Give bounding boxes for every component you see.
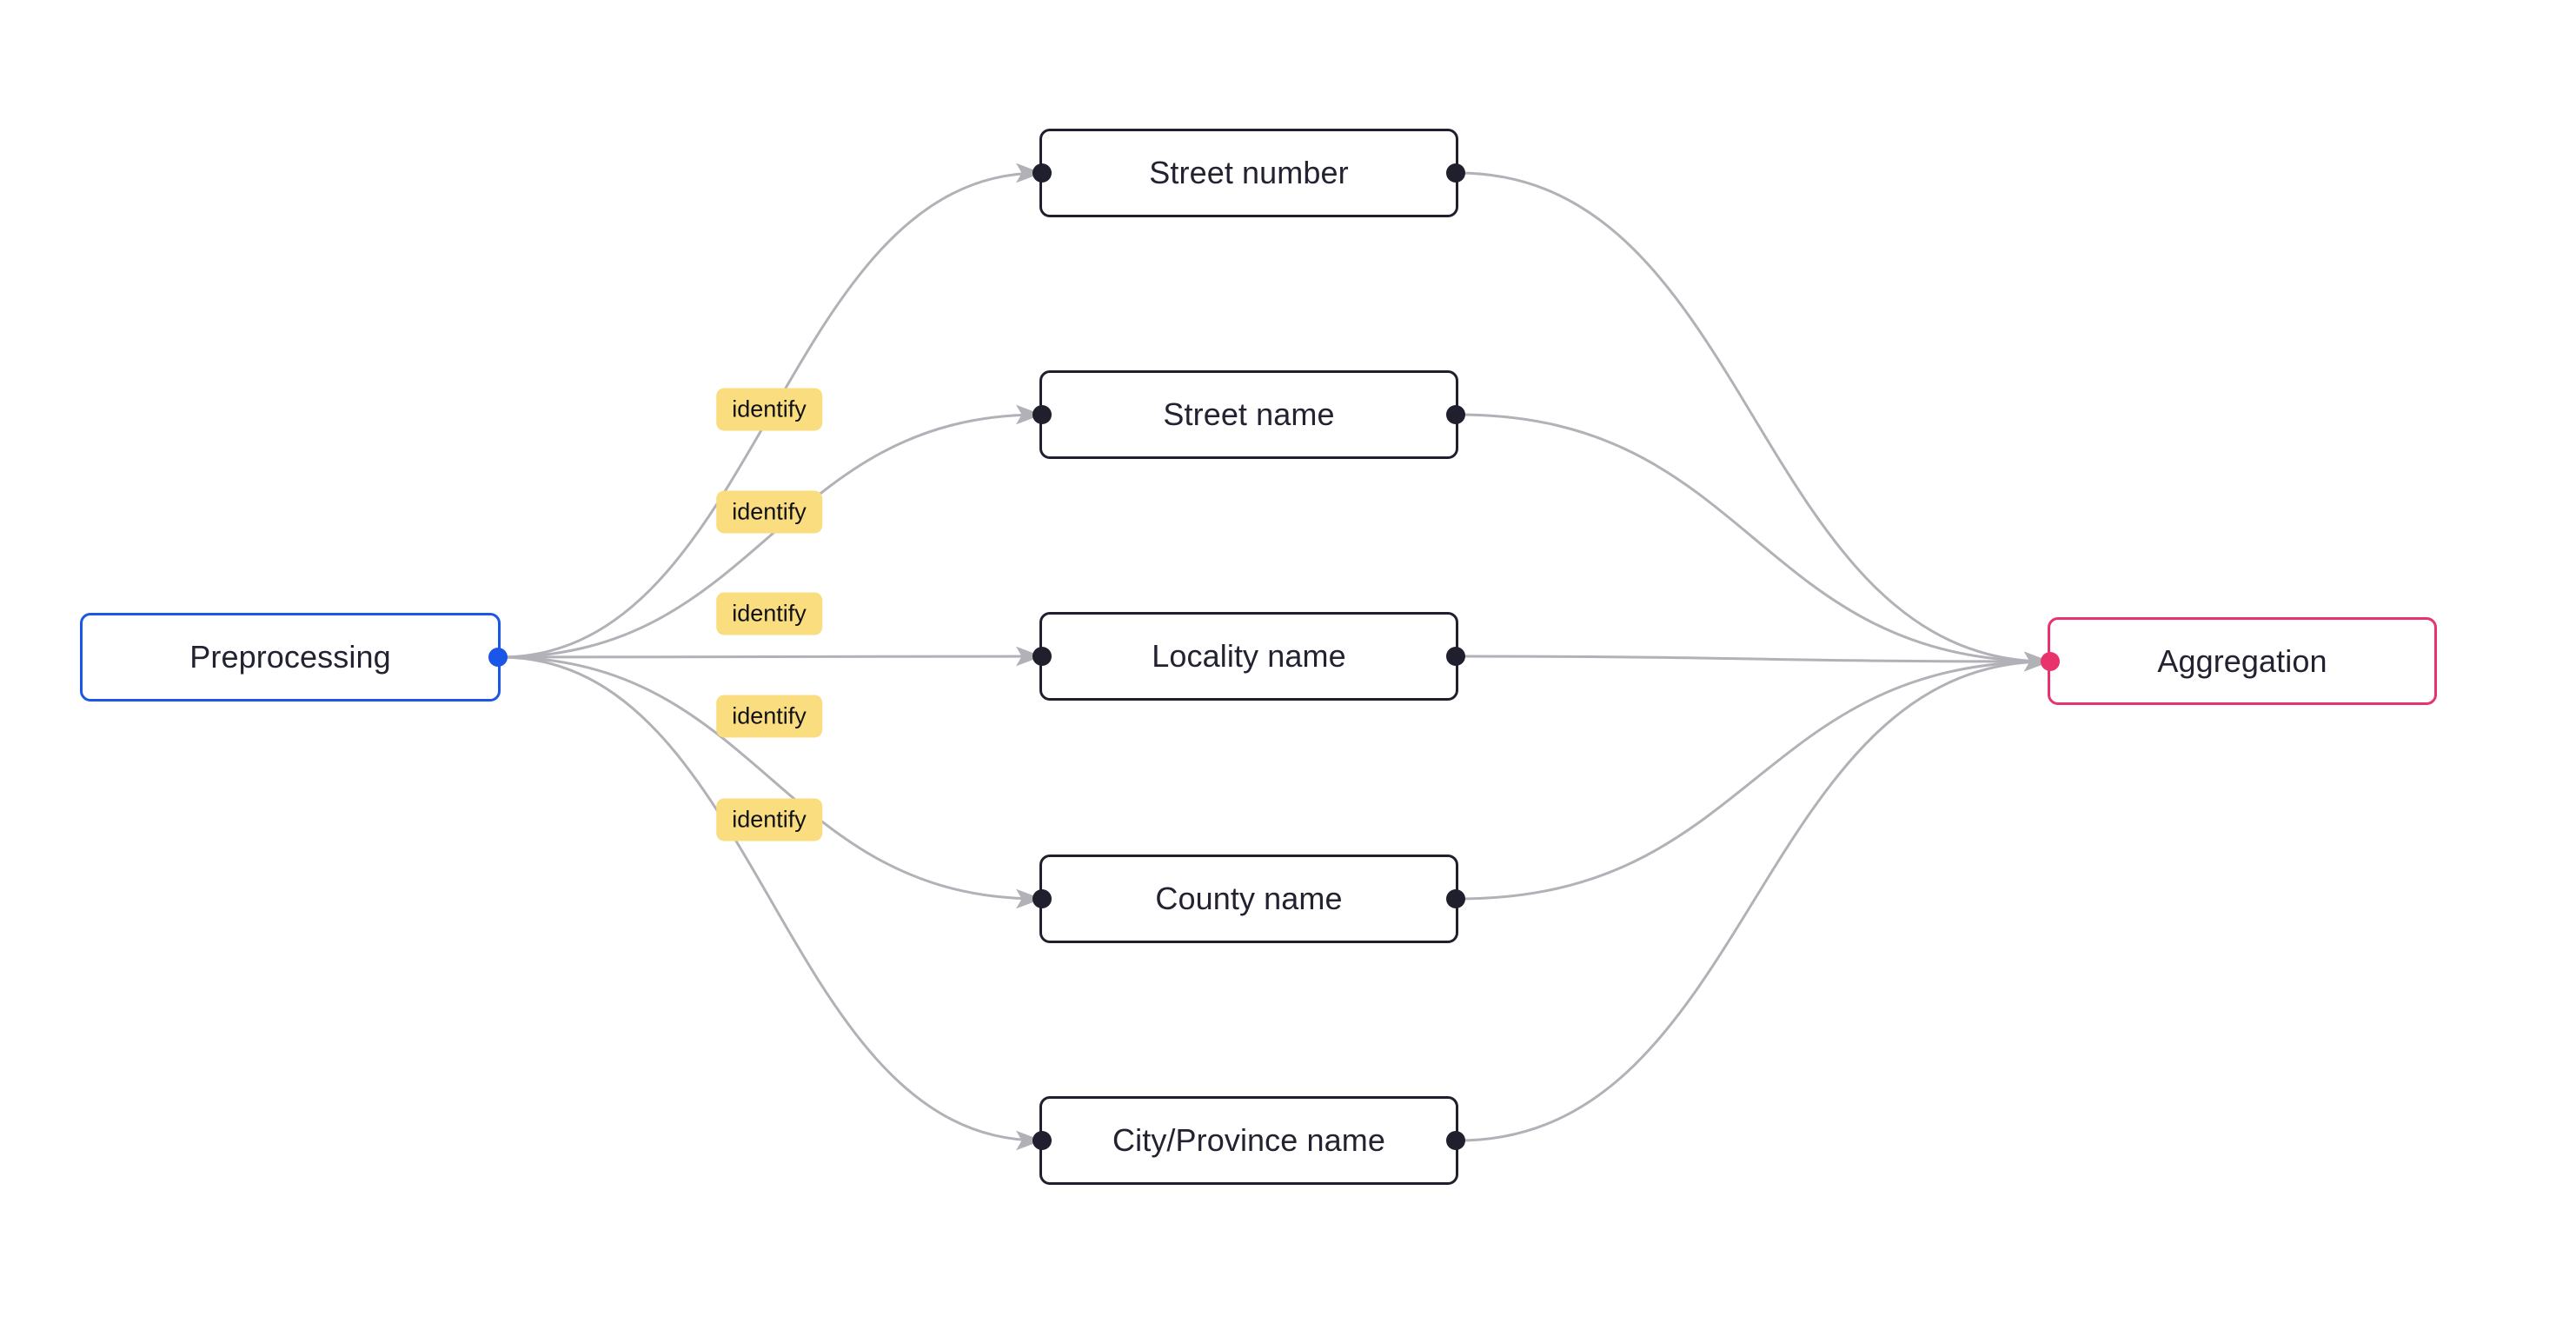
edge-e-city-province-name-agg[interactable] xyxy=(1457,651,2050,1142)
edge-label-e-pre-county-name[interactable]: identify xyxy=(716,695,822,738)
node-aggregation[interactable]: Aggregation xyxy=(2041,617,2437,705)
handle-target-street-number[interactable] xyxy=(1032,163,1052,183)
handle-source-street-number[interactable] xyxy=(1446,163,1465,183)
edge-e-street-number-agg[interactable] xyxy=(1457,171,2050,672)
handle-target-locality-name[interactable] xyxy=(1032,647,1052,666)
handle-source-city-province-name[interactable] xyxy=(1446,1131,1465,1150)
handle-target-city-province-name[interactable] xyxy=(1032,1131,1052,1150)
edge-e-pre-county-name[interactable] xyxy=(500,655,1042,909)
edge-label-e-pre-street-number[interactable]: identify xyxy=(716,388,822,431)
node-label-aggregation: Aggregation xyxy=(2157,642,2327,679)
node-label-city-province-name: City/Province name xyxy=(1112,1122,1385,1159)
node-preprocessing[interactable]: Preprocessing xyxy=(80,613,508,702)
edge-label-e-pre-locality-name[interactable]: identify xyxy=(716,592,822,635)
node-label-street-name: Street name xyxy=(1163,396,1335,433)
node-label-preprocessing: Preprocessing xyxy=(189,639,391,675)
node-street-number[interactable]: Street number xyxy=(1032,129,1465,217)
node-label-locality-name: Locality name xyxy=(1152,638,1346,675)
edge-e-locality-name-agg[interactable] xyxy=(1457,651,2050,672)
edge-e-pre-locality-name[interactable] xyxy=(500,646,1042,667)
node-county-name[interactable]: County name xyxy=(1032,855,1465,943)
handle-target-aggregation[interactable] xyxy=(2041,651,2060,671)
edge-label-e-pre-city-province-name[interactable]: identify xyxy=(716,798,822,841)
handle-target-county-name[interactable] xyxy=(1032,889,1052,908)
edge-label-e-pre-street-name[interactable]: identify xyxy=(716,490,822,534)
edge-e-county-name-agg[interactable] xyxy=(1457,651,2050,901)
handle-source-county-name[interactable] xyxy=(1446,889,1465,908)
node-street-name[interactable]: Street name xyxy=(1032,370,1465,459)
edge-e-street-name-agg[interactable] xyxy=(1457,413,2050,672)
handle-target-street-name[interactable] xyxy=(1032,405,1052,424)
handle-source-preprocessing[interactable] xyxy=(488,648,508,667)
handle-source-street-name[interactable] xyxy=(1446,405,1465,424)
handle-source-locality-name[interactable] xyxy=(1446,647,1465,666)
node-city-province-name[interactable]: City/Province name xyxy=(1032,1096,1465,1185)
node-locality-name[interactable]: Locality name xyxy=(1032,612,1465,701)
node-label-street-number: Street number xyxy=(1149,155,1349,191)
node-label-county-name: County name xyxy=(1155,881,1343,917)
